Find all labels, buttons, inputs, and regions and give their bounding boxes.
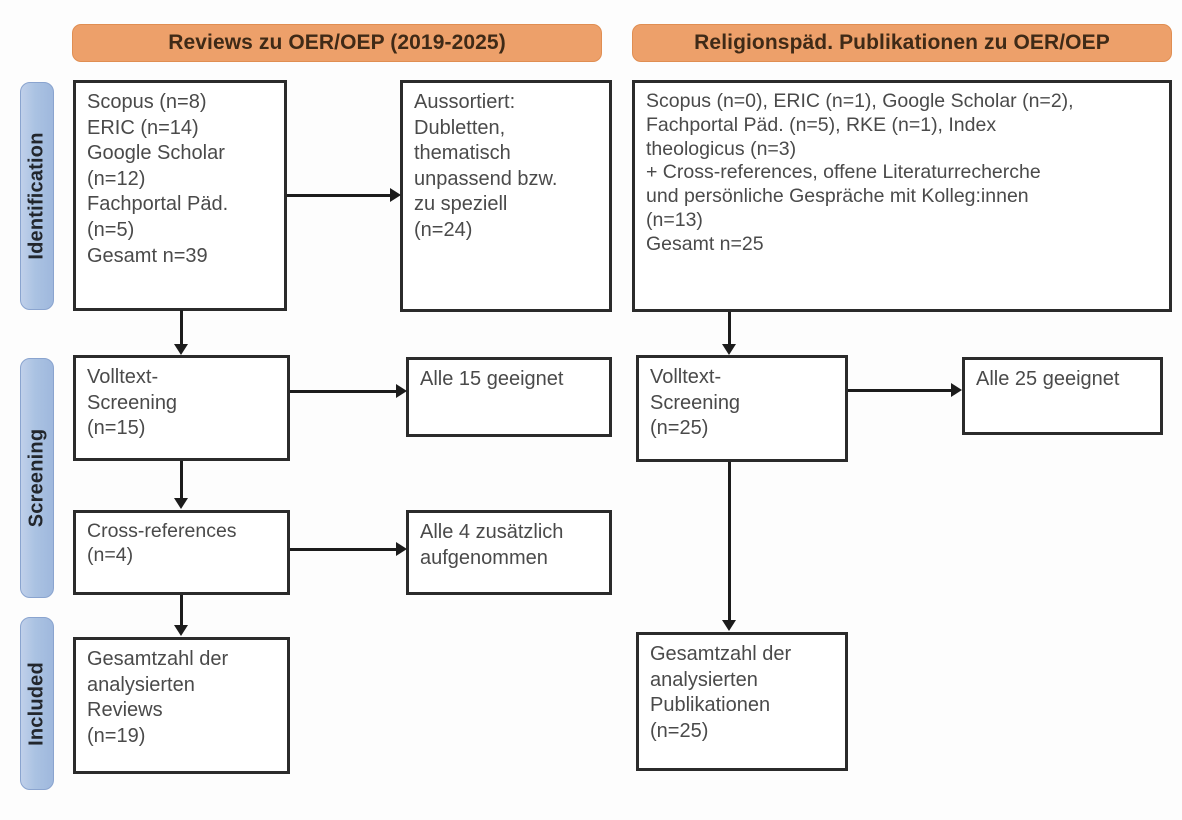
phase-label-identification: Identification bbox=[25, 132, 48, 260]
box-left-fulltext-screening: Volltext- Screening (n=15) bbox=[73, 355, 290, 461]
connector-left-sources-to-fulltext bbox=[180, 310, 183, 345]
arrowhead-left-crossrefs-to-included bbox=[174, 625, 188, 636]
connector-left-fulltext-to-result bbox=[290, 390, 397, 393]
box-right-fulltext-screening: Volltext- Screening (n=25) bbox=[636, 355, 848, 462]
arrowhead-left-fulltext-to-result bbox=[396, 384, 407, 398]
box-left-excluded: Aussortiert: Dubletten, thematisch unpas… bbox=[400, 80, 612, 312]
box-left-included-total: Gesamtzahl der analysierten Reviews (n=1… bbox=[73, 637, 290, 774]
column-header-left: Reviews zu OER/OEP (2019-2025) bbox=[72, 24, 602, 62]
arrowhead-right-fulltext-to-result bbox=[951, 383, 962, 397]
arrowhead-left-crossrefs-to-result bbox=[396, 542, 407, 556]
connector-left-fulltext-to-crossrefs bbox=[180, 461, 183, 499]
connector-right-fulltext-to-result bbox=[848, 389, 953, 392]
box-left-fulltext-result: Alle 15 geeignet bbox=[406, 357, 612, 437]
connector-left-crossrefs-to-result bbox=[290, 548, 397, 551]
arrowhead-left-sources-to-fulltext bbox=[174, 344, 188, 355]
box-left-crossreferences: Cross-references (n=4) bbox=[73, 510, 290, 595]
arrowhead-left-sources-to-excluded bbox=[390, 188, 401, 202]
connector-left-crossrefs-to-included bbox=[180, 595, 183, 627]
arrowhead-left-fulltext-to-crossrefs bbox=[174, 498, 188, 509]
box-left-crossreferences-result: Alle 4 zusätzlich aufgenommen bbox=[406, 510, 612, 595]
arrowhead-right-sources-to-fulltext bbox=[722, 344, 736, 355]
phase-pill-included: Included bbox=[20, 617, 54, 790]
arrowhead-right-fulltext-to-included bbox=[722, 620, 736, 631]
box-right-fulltext-result: Alle 25 geeignet bbox=[962, 357, 1163, 435]
column-header-right: Religionspäd. Publikationen zu OER/OEP bbox=[632, 24, 1172, 62]
box-right-included-total: Gesamtzahl der analysierten Publikatione… bbox=[636, 632, 848, 771]
connector-right-fulltext-to-included bbox=[728, 462, 731, 622]
connector-left-sources-to-excluded bbox=[287, 194, 391, 197]
phase-pill-screening: Screening bbox=[20, 358, 54, 598]
phase-label-included: Included bbox=[25, 661, 48, 746]
connector-right-sources-to-fulltext bbox=[728, 312, 731, 345]
phase-pill-identification: Identification bbox=[20, 82, 54, 310]
box-right-sources: Scopus (n=0), ERIC (n=1), Google Scholar… bbox=[632, 80, 1172, 312]
box-left-sources: Scopus (n=8) ERIC (n=14) Google Scholar … bbox=[73, 80, 287, 311]
phase-label-screening: Screening bbox=[25, 428, 48, 528]
